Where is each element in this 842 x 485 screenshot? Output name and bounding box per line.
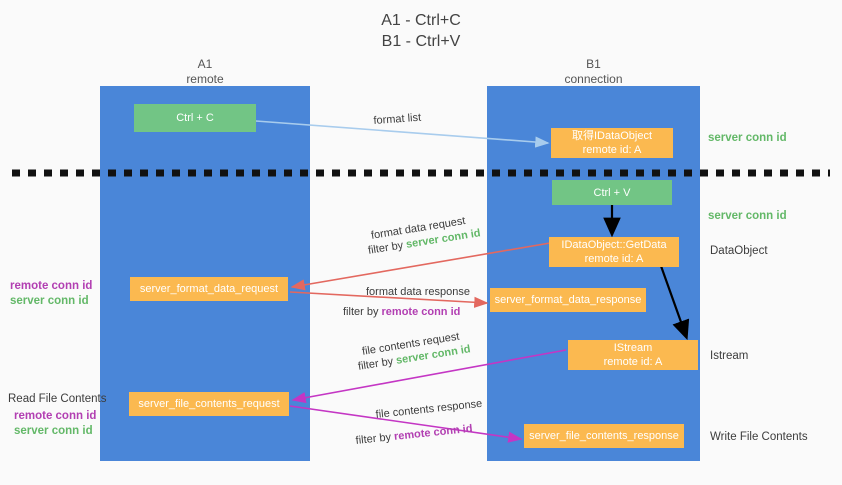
- node-server-file-contents-request-label: server_file_contents_request: [138, 398, 280, 410]
- node-server-file-contents-response[interactable]: server_file_contents_response: [524, 424, 684, 448]
- left-label-remote-conn-id-1: remote conn id: [10, 280, 93, 292]
- node-server-format-data-request[interactable]: server_format_data_request: [130, 277, 288, 301]
- edge-label-format-data-response-filter: filter by remote conn id: [343, 305, 460, 320]
- filter-prefix: filter by: [343, 306, 382, 318]
- lane-header-a1: A1 remote: [100, 57, 310, 87]
- right-label-server-conn-id-1: server conn id: [708, 132, 787, 144]
- right-label-dataobject: DataObject: [710, 245, 768, 257]
- title-line-2: B1 - Ctrl+V: [381, 33, 461, 50]
- node-server-file-contents-request[interactable]: server_file_contents_request: [129, 392, 289, 416]
- edge-label-format-list: format list: [373, 111, 422, 127]
- node-ctrl-c[interactable]: Ctrl + C: [134, 104, 256, 132]
- filter-prefix: filter by: [355, 430, 395, 447]
- lane-header-a1-line1: A1: [197, 57, 213, 71]
- right-label-server-conn-id-2: server conn id: [708, 210, 787, 222]
- lane-header-a1-line2: remote: [186, 72, 224, 86]
- left-label-server-conn-id-1: server conn id: [10, 295, 89, 307]
- right-label-write-file-contents: Write File Contents: [710, 431, 808, 443]
- filter-value-remote-conn-id: remote conn id: [381, 306, 461, 318]
- node-istream-label: IStream: [613, 342, 653, 354]
- node-idataobject-getdata-sub: remote id: A: [584, 253, 644, 265]
- node-server-format-data-request-label: server_format_data_request: [139, 283, 279, 295]
- lane-header-b1-line2: connection: [564, 72, 623, 86]
- node-server-format-data-response-label: server_format_data_response: [494, 294, 642, 306]
- lane-header-b1-line1: B1: [586, 57, 601, 71]
- node-idataobject-getdata-label: IDataObject::GetData: [561, 239, 667, 251]
- edge-label-file-contents-response: file contents response: [375, 397, 483, 421]
- right-label-istream: Istream: [710, 350, 749, 362]
- node-ctrl-v-label: Ctrl + V: [593, 186, 631, 199]
- node-idataobject-clipboard-label: 取得IDataObject: [571, 130, 653, 142]
- filter-value-remote-conn-id: remote conn id: [393, 422, 474, 443]
- edge-label-file-contents-response-filter: filter by remote conn id: [355, 422, 473, 449]
- node-idataobject-clipboard[interactable]: 取得IDataObject remote id: A: [551, 128, 673, 158]
- node-server-file-contents-response-label: server_file_contents_response: [529, 430, 679, 442]
- node-ctrl-v[interactable]: Ctrl + V: [552, 180, 672, 205]
- node-server-format-data-response[interactable]: server_format_data_response: [490, 288, 646, 312]
- node-istream[interactable]: IStream remote id: A: [568, 340, 698, 370]
- left-label-read-file-contents: Read File Contents: [8, 393, 107, 405]
- node-idataobject-getdata[interactable]: IDataObject::GetData remote id: A: [549, 237, 679, 267]
- edge-label-format-data-response: format data response: [366, 286, 470, 298]
- lane-header-b1: B1 connection: [487, 57, 700, 87]
- diagram-title: A1 - Ctrl+C B1 - Ctrl+V: [0, 10, 842, 52]
- node-idataobject-clipboard-sub: remote id: A: [582, 144, 642, 156]
- node-ctrl-c-label: Ctrl + C: [176, 112, 214, 124]
- left-label-server-conn-id-2: server conn id: [14, 425, 93, 437]
- node-istream-sub: remote id: A: [603, 356, 663, 368]
- left-label-remote-conn-id-2: remote conn id: [14, 410, 97, 422]
- title-line-1: A1 - Ctrl+C: [381, 12, 461, 29]
